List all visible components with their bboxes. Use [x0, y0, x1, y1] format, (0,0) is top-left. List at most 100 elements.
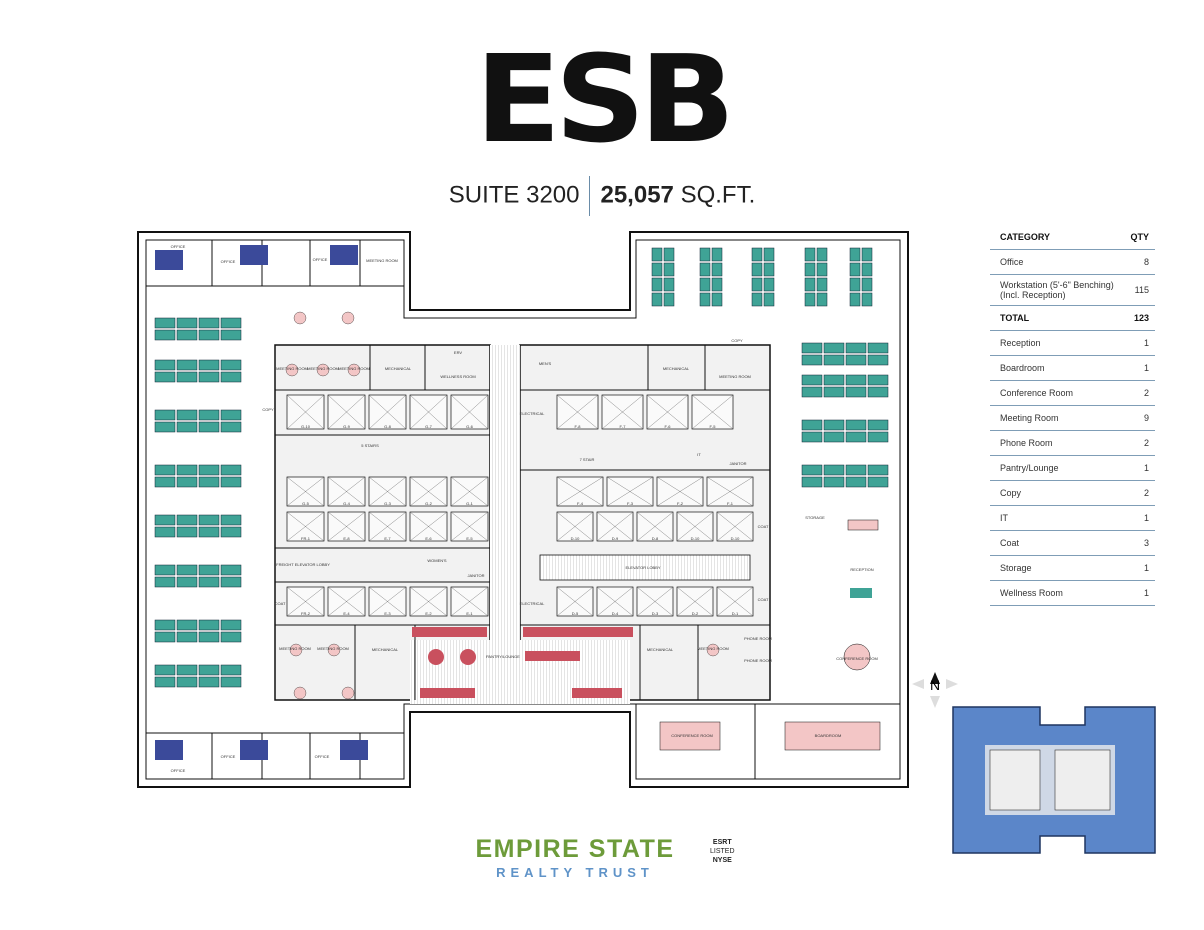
elevator-label: E-4	[343, 611, 350, 616]
workstation	[176, 409, 198, 421]
meeting-table	[289, 643, 303, 657]
workstation	[801, 374, 823, 386]
label-boardroom: BOARDROOM	[815, 733, 842, 738]
workstation	[220, 359, 242, 371]
workstation	[763, 277, 775, 292]
elevator-x	[596, 586, 634, 617]
elevator-label: F-1	[727, 501, 734, 506]
workstation	[804, 247, 816, 262]
label-meeting-room: MEETING ROOM	[697, 646, 729, 651]
elevator-label: F-7	[620, 424, 627, 429]
listing-ticker: ESRT	[712, 839, 732, 846]
workstation	[220, 421, 242, 433]
workstation	[816, 277, 828, 292]
empire-state-realty-trust-logo: EMPIRE STATE REALTY TRUST	[470, 835, 680, 880]
label-coat: COAT	[275, 601, 286, 606]
nyse-listing-badge: ESRT LISTED NYSE	[710, 838, 735, 865]
elevator-x	[556, 476, 604, 507]
workstation	[845, 464, 867, 476]
workstation	[198, 664, 220, 676]
office-desk	[155, 250, 183, 270]
elevator-x	[409, 511, 448, 542]
table-header: CATEGORY QTY	[990, 228, 1155, 250]
row-qty: 1	[1119, 455, 1155, 481]
workstation	[154, 664, 176, 676]
workstation	[220, 317, 242, 329]
workstation	[849, 277, 861, 292]
workstation	[699, 292, 711, 307]
elevator-label: D-8	[652, 536, 659, 541]
workstation	[801, 354, 823, 366]
workstation	[711, 292, 723, 307]
elevator-label: F-5	[710, 424, 717, 429]
workstation	[699, 277, 711, 292]
workstation	[663, 292, 675, 307]
workstation	[751, 262, 763, 277]
reception-desk	[850, 588, 872, 598]
workstation	[176, 476, 198, 488]
workstation	[801, 342, 823, 354]
pantry-table	[428, 649, 444, 665]
elevator-x	[450, 394, 489, 430]
workstation	[663, 247, 675, 262]
workstation	[176, 664, 198, 676]
header-qty: QTY	[1119, 228, 1155, 250]
workstation	[176, 329, 198, 341]
workstation	[220, 371, 242, 383]
workstation	[823, 419, 845, 431]
label-5-stairs: 5 STAIRS	[361, 443, 379, 448]
workstation	[763, 292, 775, 307]
workstation	[845, 476, 867, 488]
meeting-table	[285, 363, 299, 377]
workstation	[198, 421, 220, 433]
workstation	[751, 292, 763, 307]
workstation	[801, 431, 823, 443]
elevator-label: G-6	[466, 424, 473, 429]
logo-line-1: EMPIRE STATE	[475, 835, 675, 863]
workstation	[176, 371, 198, 383]
row-qty: 8	[1119, 249, 1155, 275]
row-category: Phone Room	[990, 430, 1119, 456]
label-wellness-room: WELLNESS ROOM	[440, 374, 475, 379]
workstation	[154, 409, 176, 421]
workstation	[220, 476, 242, 488]
elevator-label: G-9	[343, 424, 350, 429]
elevator-label: E-6	[425, 536, 432, 541]
pantry-table	[460, 649, 476, 665]
workstation	[861, 262, 873, 277]
label-electrical: ELECTRICAL	[520, 601, 545, 606]
elevator-label: D-2	[692, 611, 699, 616]
row-category: Boardroom	[990, 355, 1119, 381]
elevator-x	[327, 511, 366, 542]
workstation	[823, 431, 845, 443]
label-meeting-room: MEETING ROOM	[317, 646, 349, 651]
elevator-x	[450, 511, 489, 542]
workstation	[845, 431, 867, 443]
label-mechanical: MECHANICAL	[663, 366, 690, 371]
office-desk	[155, 740, 183, 760]
workstation	[823, 342, 845, 354]
label-meeting-room: MEETING ROOM	[279, 646, 311, 651]
meeting-table	[341, 686, 355, 700]
elevator-x	[596, 511, 634, 542]
elevator-x	[286, 586, 325, 617]
elevator-x	[636, 586, 674, 617]
workstation	[804, 262, 816, 277]
row-qty: 9	[1119, 405, 1155, 431]
listing-text: LISTED	[710, 848, 735, 855]
elevator-x	[327, 394, 366, 430]
workstation	[154, 676, 176, 688]
elevator-x	[636, 511, 674, 542]
label-pantry-lounge: PANTRY/LOUNGE	[486, 654, 520, 659]
elevator-x	[327, 586, 366, 617]
workstation	[176, 359, 198, 371]
elevator-label: G-4	[343, 501, 350, 506]
office-desk	[340, 740, 368, 760]
workstation	[176, 564, 198, 576]
